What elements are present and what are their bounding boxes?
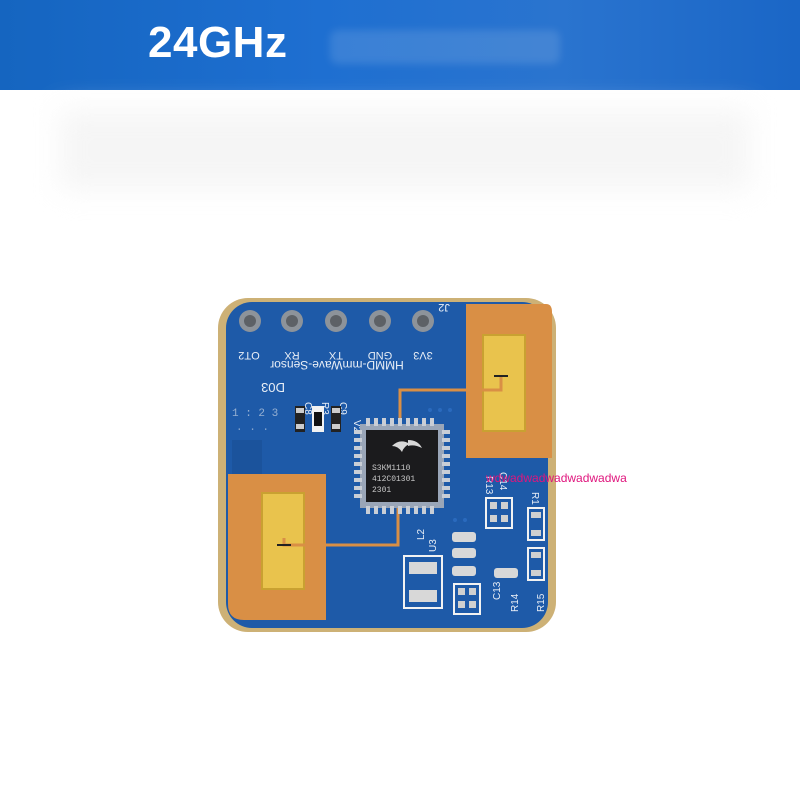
smd-components-right: [403, 497, 545, 615]
label-r14: R14: [510, 593, 521, 612]
label-r13: R13: [483, 476, 494, 495]
connector-label: J2: [438, 301, 450, 313]
pin-label-3v3: 3V3: [413, 349, 433, 361]
pin-label-gnd: GND: [368, 349, 393, 361]
banner-title: 24GHz: [148, 18, 288, 67]
pin-label-tx: TX: [328, 349, 343, 361]
label-r3: R3: [319, 402, 330, 415]
svg-text:. . .: . . .: [236, 422, 269, 434]
header-pins: [239, 310, 434, 332]
chip-marking-2: 412C01301: [372, 475, 415, 484]
radar-chip: S3KM1110 412C01301 2301: [354, 418, 450, 514]
label-c9: C9: [337, 402, 348, 415]
feed-line-tx: [282, 490, 400, 547]
pin-label-rx: RX: [284, 349, 300, 361]
svg-text:1 : 2 3: 1 : 2 3: [232, 408, 278, 420]
label-v2: V2: [351, 420, 362, 433]
board-name-label: HMMD-mmWave-Sensor: [270, 358, 404, 372]
pin-label-ot2: OT2: [238, 349, 259, 361]
chip-marking-1: S3KM1110: [372, 464, 411, 473]
label-c13: C13: [492, 581, 503, 600]
smd-components-left: [295, 406, 341, 432]
feed-line-rx: [398, 376, 503, 432]
label-d03: D03: [261, 380, 285, 395]
label-l2: L2: [416, 528, 427, 540]
antenna-patch-rx: [482, 334, 526, 432]
label-c14: C14: [497, 472, 508, 491]
background-haze: [60, 110, 750, 190]
label-u3: U3: [428, 539, 439, 552]
chip-marking-3: 2301: [372, 486, 391, 495]
top-banner: 24GHz: [0, 0, 800, 90]
label-r15: R15: [536, 593, 547, 612]
label-c8: C8: [302, 402, 313, 415]
watermark-text: wdwadwadwadwadwadwa: [486, 471, 627, 485]
banner-faded-text: [330, 30, 560, 64]
label-r1: R1: [529, 492, 540, 505]
